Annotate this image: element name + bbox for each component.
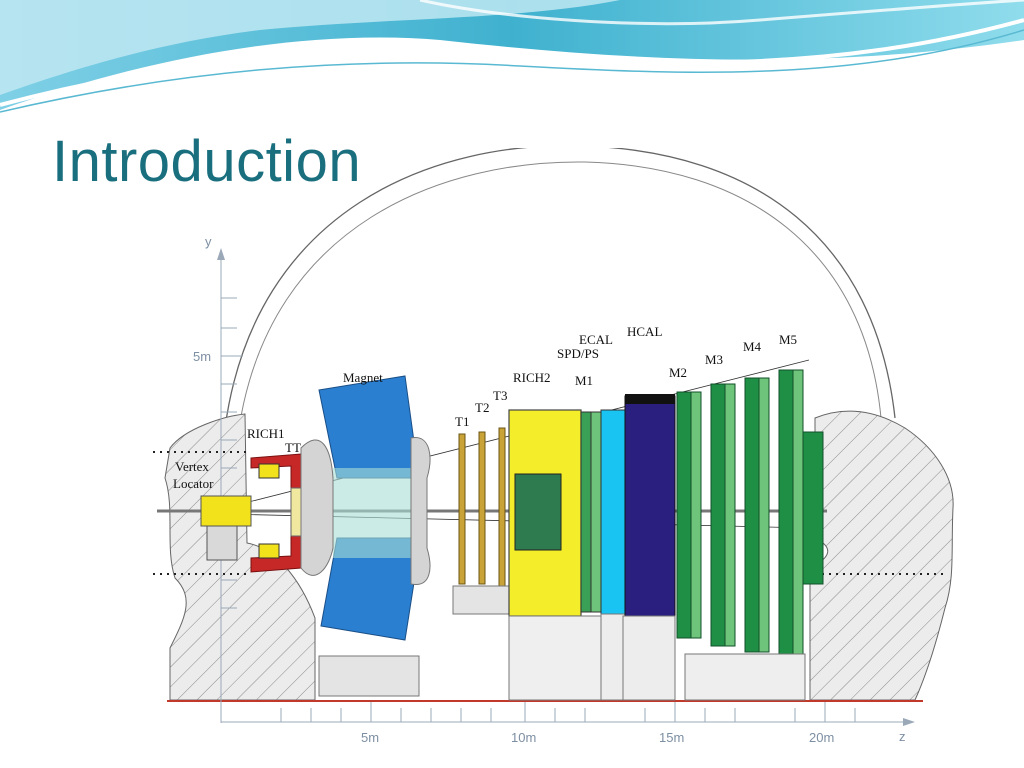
z-tick-15m: 15m	[659, 730, 684, 745]
label-m1: M1	[575, 373, 593, 388]
y-axis-arrow	[217, 248, 225, 260]
label-m4: M4	[743, 339, 762, 354]
label-t3: T3	[493, 388, 507, 403]
y-axis-label: y	[205, 234, 212, 249]
shielding-wall-right	[809, 410, 954, 701]
z-axis-label: z	[899, 729, 906, 744]
magnet	[300, 375, 431, 697]
label-m2: M2	[669, 365, 687, 380]
m1-station	[590, 411, 602, 613]
hcal-top	[625, 394, 675, 404]
spd-ps	[580, 411, 592, 613]
label-rich1: RICH1	[247, 426, 285, 441]
rich2-center	[514, 473, 562, 551]
cavern-arch-outer	[224, 148, 896, 429]
label-m5: M5	[779, 332, 797, 347]
vertex-locator-support	[206, 525, 238, 561]
tracker-support	[452, 585, 514, 615]
label-vertex-locator-line1: Vertex	[175, 459, 209, 474]
z-tick-10m: 10m	[511, 730, 536, 745]
label-vertex-locator-line2: Locator	[173, 476, 214, 491]
label-rich2: RICH2	[513, 370, 551, 385]
header-wave-banner	[0, 0, 1024, 113]
label-tt: TT	[285, 440, 301, 455]
label-hcal: HCAL	[627, 324, 662, 339]
tracking-stations	[458, 427, 506, 587]
z-axis-arrow	[903, 718, 915, 726]
slide-title: Introduction	[52, 129, 362, 194]
vertex-locator	[200, 495, 252, 527]
z-axis-ticks	[280, 702, 856, 722]
hcal	[624, 395, 676, 617]
ecal	[600, 409, 626, 615]
lhcb-detector-diagram: y 5m z 5m 10m 15m 20m	[153, 148, 954, 745]
label-spd-ps: SPD/PS	[557, 346, 599, 361]
label-t1: T1	[455, 414, 469, 429]
muon-support	[684, 653, 806, 701]
label-t2: T2	[475, 400, 489, 415]
rich2-support	[508, 615, 610, 701]
cavern-arch-inner	[238, 161, 882, 429]
rich1-photodetector-top	[258, 463, 280, 479]
label-ecal: ECAL	[579, 332, 613, 347]
rich1-photodetector-bottom	[258, 543, 280, 559]
y-tick-5m: 5m	[193, 349, 211, 364]
muon-stations	[676, 369, 824, 655]
z-tick-5m: 5m	[361, 730, 379, 745]
z-tick-20m: 20m	[809, 730, 834, 745]
label-m3: M3	[705, 352, 723, 367]
label-magnet: Magnet	[343, 370, 383, 385]
hcal-support	[622, 615, 676, 701]
